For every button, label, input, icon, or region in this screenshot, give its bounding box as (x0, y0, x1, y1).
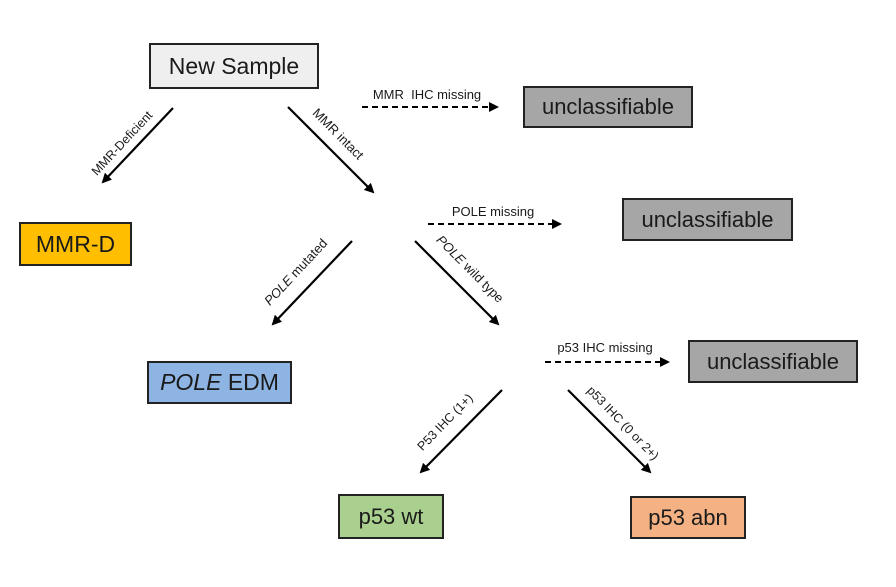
arrow-mmr-intact (287, 106, 375, 194)
node-unclassifiable-p53-label: unclassifiable (706, 348, 840, 374)
arrow-mmr-deficient (101, 107, 174, 184)
label-p53-ihc-1: P53 IHC (1+) (415, 391, 476, 453)
node-mmr-d: MMR-D (19, 222, 132, 266)
node-new-sample: New Sample (149, 43, 319, 89)
label-mmr-intact: MMR intact (310, 105, 367, 162)
node-pole-edm-rest: EDM (221, 369, 279, 395)
label-pole-mutated: POLE mutated (261, 236, 330, 309)
arrow-p53-ihc-0-2 (567, 389, 652, 474)
node-unclassifiable-pole-label: unclassifiable (641, 206, 774, 232)
node-p53-abn: p53 abn (630, 496, 746, 539)
node-unclassifiable-pole: unclassifiable (622, 198, 793, 241)
node-new-sample-label: New Sample (168, 52, 300, 79)
arrow-pole-mutated (271, 240, 353, 326)
label-pole-wild-type: POLE wild type (433, 232, 506, 305)
label-mmr-deficient: MMR-Deficient (89, 108, 156, 178)
label-pole-mutated-rest: mutated (285, 236, 330, 283)
node-pole-edm-gene: POLE (160, 369, 222, 395)
node-unclassifiable-mmr-label: unclassifiable (541, 94, 675, 119)
label-p53-ihc-0-2: p53 IHC (0 or 2+) (584, 383, 661, 462)
node-p53-wt: p53 wt (338, 494, 444, 539)
arrow-pole-wild-type (414, 240, 500, 326)
node-mmr-d-label: MMR-D (35, 230, 116, 257)
node-p53-wt-label: p53 wt (358, 503, 424, 529)
node-pole-edm: POLE EDM (147, 361, 292, 404)
label-mmr-ihc-missing: MMR IHC missing (373, 87, 481, 102)
node-unclassifiable-p53: unclassifiable (688, 340, 858, 383)
label-pole-wild-type-rest: wild type (458, 257, 507, 306)
node-p53-abn-label: p53 abn (648, 504, 728, 530)
label-pole-missing: POLE missing (452, 204, 534, 219)
arrow-p53-ihc-1 (419, 389, 503, 474)
label-p53-ihc-missing: p53 IHC missing (557, 340, 652, 355)
node-unclassifiable-mmr: unclassifiable (523, 86, 693, 128)
